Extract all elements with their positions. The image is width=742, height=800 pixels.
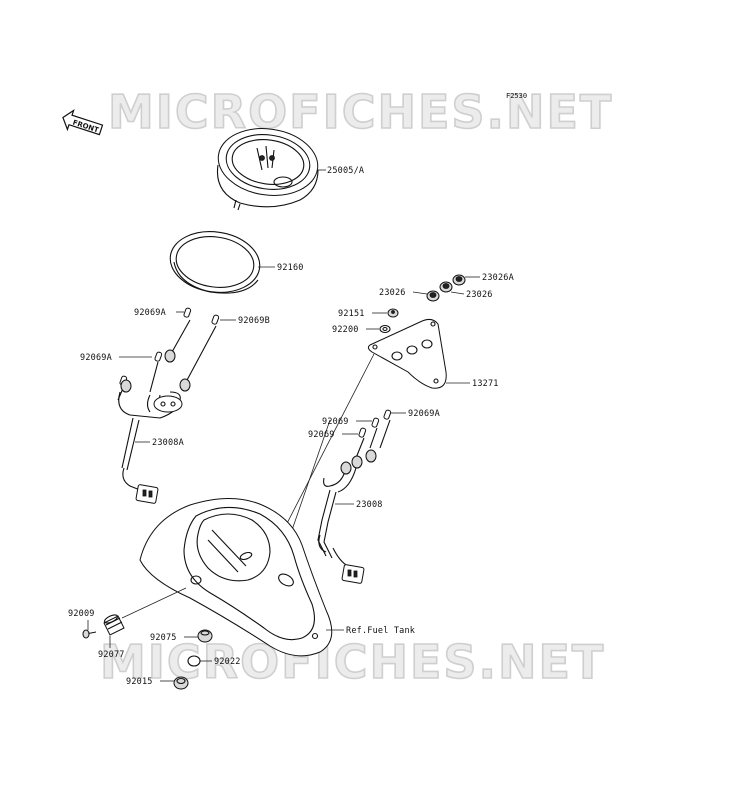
label-grommet: 92200 bbox=[332, 325, 359, 335]
label-nut-left: 23026 bbox=[379, 288, 406, 298]
watermark-bottom: MICROFICHES.NET MICROFICHES.NET bbox=[99, 634, 604, 690]
label-harness-a: 23008A bbox=[152, 438, 184, 448]
label-bulb-b: 92069B bbox=[238, 316, 270, 326]
label-screw-bracket: 92151 bbox=[338, 309, 365, 319]
label-bulb-right-1: 92069 bbox=[322, 417, 349, 427]
collar-icon bbox=[103, 587, 187, 636]
svg-text:MICROFICHES.NET: MICROFICHES.NET bbox=[108, 85, 613, 139]
label-collar: 92077 bbox=[98, 650, 125, 660]
front-arrow-icon: FRONT bbox=[62, 109, 104, 136]
grommet-icon bbox=[379, 324, 391, 334]
label-harness: 23008 bbox=[356, 500, 383, 510]
label-bulb-right-2: 92069 bbox=[308, 430, 335, 440]
watermark-top: MICROFICHES.NET MICROFICHES.NET bbox=[107, 84, 613, 140]
label-bulb-right-a: 92069A bbox=[408, 409, 440, 419]
fuel-tank-cover-icon bbox=[139, 498, 333, 657]
label-cap: 92015 bbox=[126, 677, 153, 687]
nut-icon bbox=[426, 274, 466, 302]
svg-text:MICROFICHES.NET: MICROFICHES.NET bbox=[108, 85, 613, 139]
screw-small-icon bbox=[82, 629, 97, 639]
wiring-harness-a-icon bbox=[117, 319, 217, 504]
label-bracket: 13271 bbox=[472, 379, 499, 389]
cap-icon bbox=[173, 676, 189, 690]
gasket-icon bbox=[169, 231, 261, 294]
label-bulb-a-2: 92069A bbox=[80, 353, 112, 363]
screw-icon bbox=[387, 308, 399, 318]
bracket-icon bbox=[367, 318, 447, 389]
label-washer: 92022 bbox=[214, 657, 241, 667]
label-screw: 92009 bbox=[68, 609, 95, 619]
label-fuel-tank-ref: Ref.Fuel Tank bbox=[346, 626, 415, 636]
grommet-cover-icon bbox=[197, 629, 213, 643]
label-gasket: 92160 bbox=[277, 263, 304, 273]
speedometer-icon bbox=[216, 128, 319, 211]
label-grommet-cover: 92075 bbox=[150, 633, 177, 643]
bulb-right-icon bbox=[358, 409, 392, 438]
label-bulb-a-1: 92069A bbox=[134, 308, 166, 318]
figure-code: F2530 bbox=[506, 92, 527, 100]
wiring-harness-icon bbox=[317, 419, 391, 584]
label-speedometer: 25005/A bbox=[327, 166, 364, 176]
label-nut-right: 23026 bbox=[466, 290, 493, 300]
bulb-icon bbox=[119, 307, 220, 386]
label-nut-a: 23026A bbox=[482, 273, 514, 283]
